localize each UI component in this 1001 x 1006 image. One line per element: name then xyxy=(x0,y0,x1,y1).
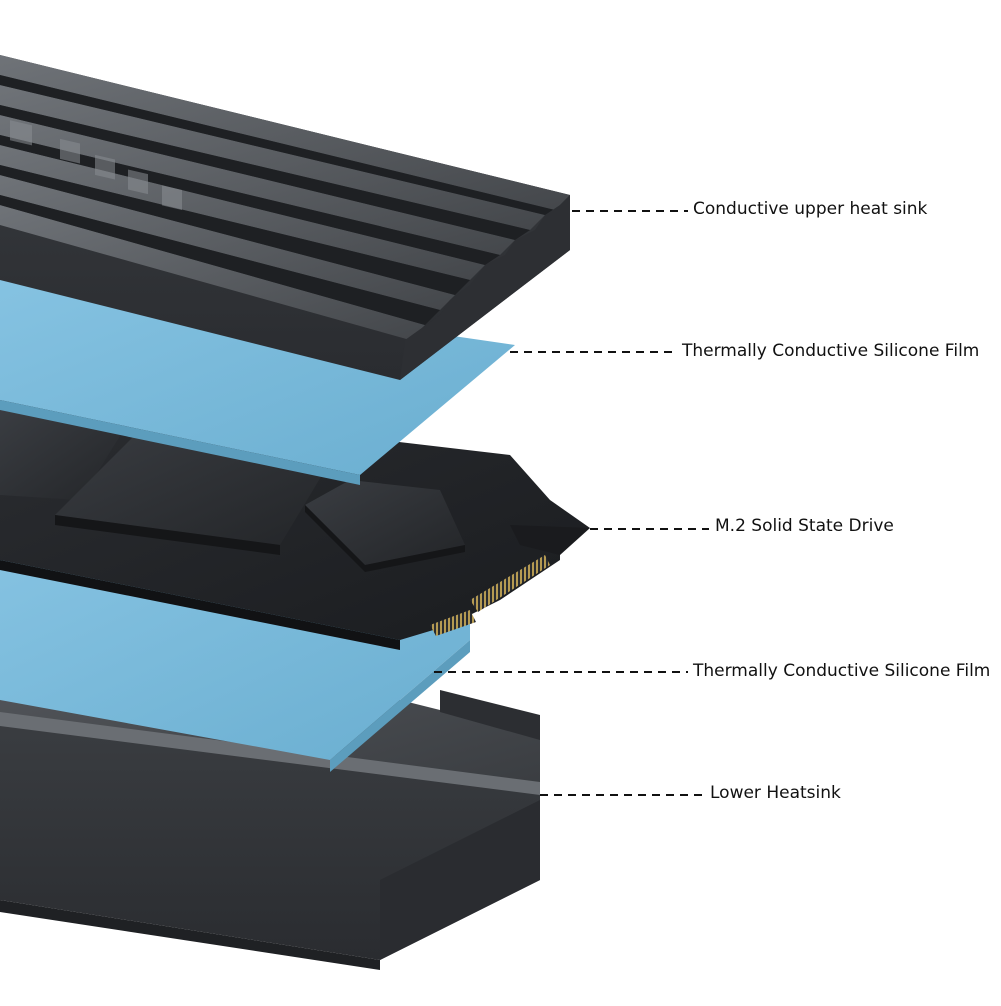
label-m2-ssd: M.2 Solid State Drive xyxy=(715,516,894,536)
leader-lines xyxy=(434,210,709,796)
label-lower-heatsink: Lower Heatsink xyxy=(710,783,841,803)
upper-heatsink-part xyxy=(0,55,570,380)
lower-heatsink-part xyxy=(0,640,540,970)
label-silicone-film-lower: Thermally Conductive Silicone Film xyxy=(693,661,991,681)
label-conductive-upper-heat-sink: Conductive upper heat sink xyxy=(693,199,928,219)
label-silicone-film-upper: Thermally Conductive Silicone Film xyxy=(682,341,980,361)
silicone-film-upper-part xyxy=(0,270,515,485)
